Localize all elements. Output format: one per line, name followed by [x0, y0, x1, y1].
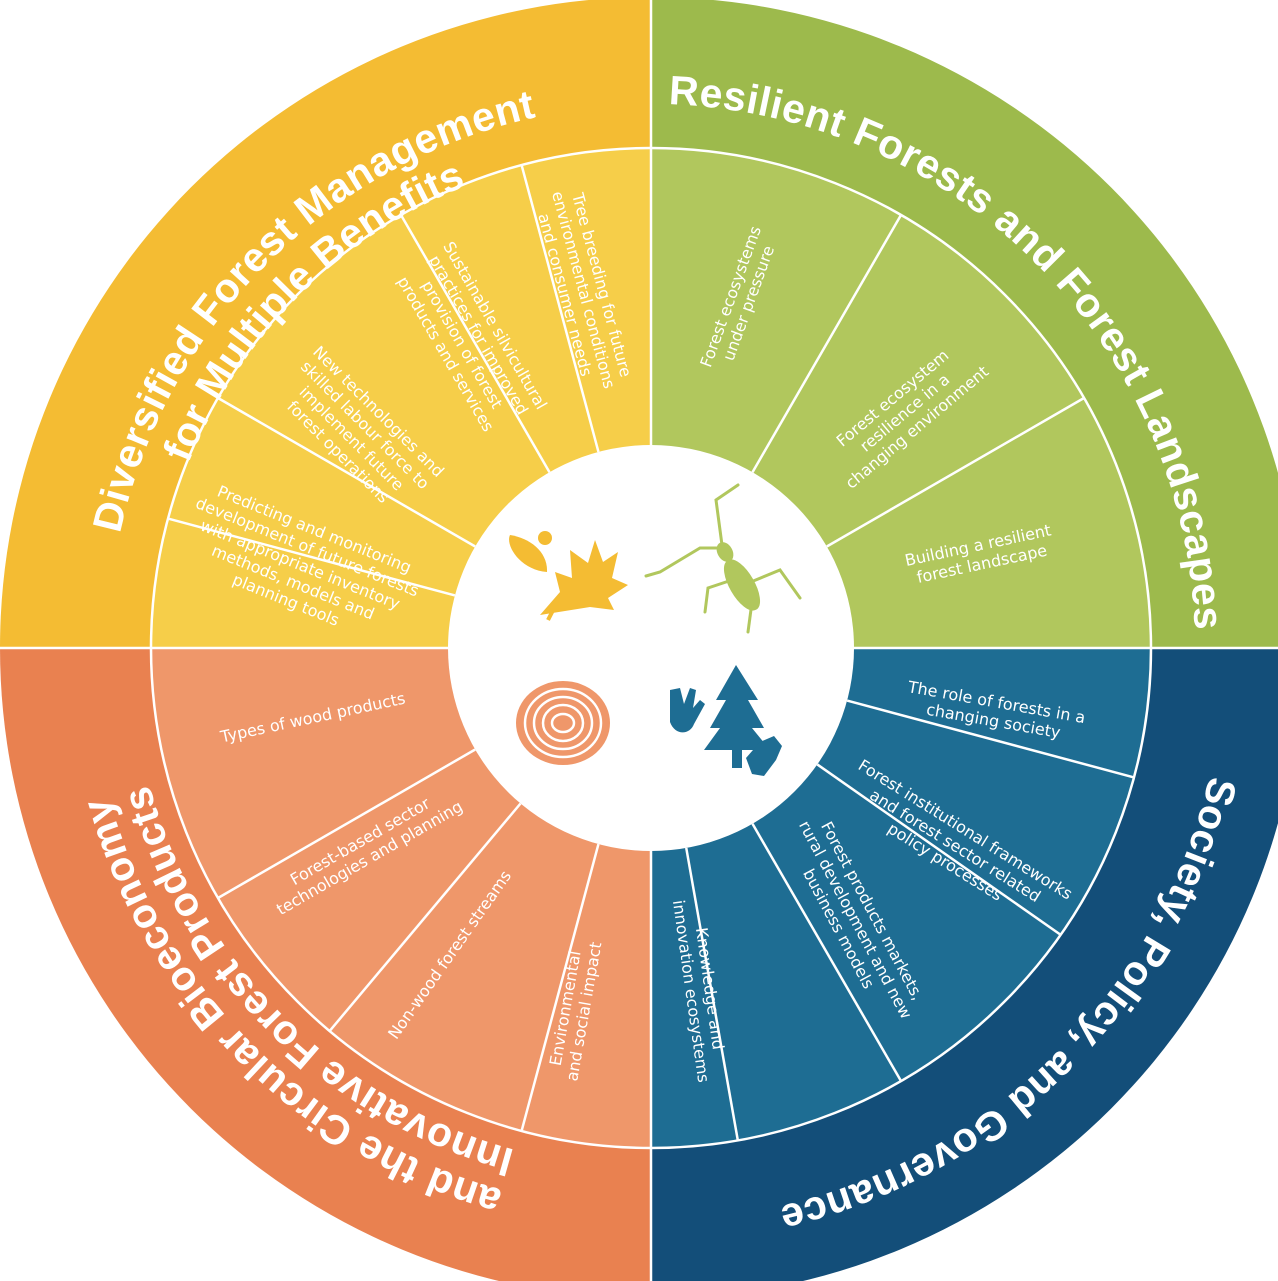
segment-divider: [751, 823, 903, 1082]
segment-divider: [328, 802, 522, 1032]
wood-rings-icon: [516, 681, 610, 765]
leaves-icon: [509, 531, 628, 621]
segment-divider: [520, 164, 600, 453]
segment-divider: [846, 699, 1135, 779]
segment-divider: [167, 517, 456, 597]
segment-divider: [399, 214, 551, 473]
segment-divider: [685, 847, 740, 1141]
segment-divider: [520, 843, 600, 1132]
tree-hands-icon: [670, 665, 782, 776]
segment-divider: [217, 396, 476, 548]
ring-divider: [149, 146, 1153, 1150]
center-circle: [448, 445, 854, 851]
segment-divider: [816, 763, 1062, 936]
segment-divider: [826, 396, 1085, 548]
segment-divider: [751, 214, 903, 473]
segment-divider: [217, 748, 476, 900]
insect-icon: [644, 483, 802, 634]
